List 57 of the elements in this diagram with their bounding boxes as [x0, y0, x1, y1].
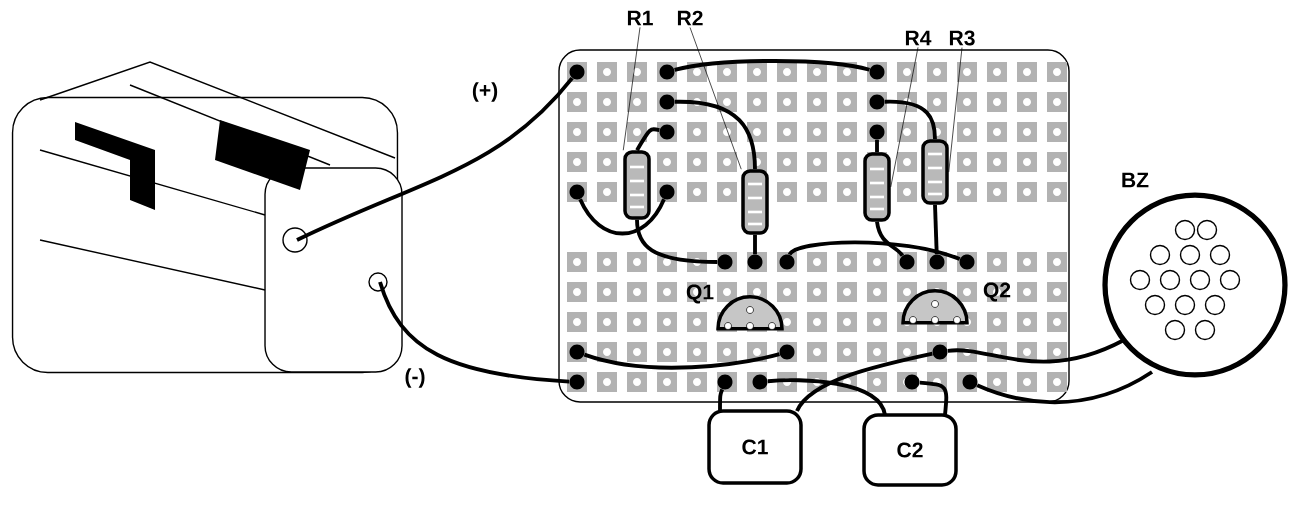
- battery-pack-drawing: [11, 61, 403, 374]
- leader-line: [622, 27, 641, 151]
- solder-dot: [904, 374, 920, 390]
- wire: [919, 380, 949, 416]
- wire: [875, 221, 904, 257]
- solder-dot: [932, 344, 948, 360]
- solder-dot: [659, 124, 675, 140]
- component-label: R1: [627, 10, 653, 26]
- wire: [753, 234, 757, 255]
- wire: [378, 281, 570, 384]
- leader-line: [689, 27, 742, 170]
- resistor: [863, 152, 891, 222]
- solder-dot: [659, 184, 675, 200]
- component-label: R4: [905, 30, 932, 46]
- resistor: [741, 169, 769, 235]
- wire: [718, 388, 724, 411]
- solder-dot: [929, 254, 945, 270]
- solder-dot: [747, 254, 763, 270]
- wire: [788, 240, 961, 261]
- component-label: Q2: [983, 282, 1011, 302]
- leader-line: [890, 47, 919, 188]
- solder-dot: [569, 344, 585, 360]
- solder-dot: [569, 374, 585, 390]
- capacitor: C2: [862, 413, 958, 487]
- solder-dot: [569, 64, 585, 80]
- wire: [674, 99, 757, 170]
- solder-dot: [717, 374, 733, 390]
- solder-dot: [869, 64, 885, 80]
- wire: [635, 127, 660, 152]
- wire: [875, 139, 879, 153]
- capacitor: C1: [707, 409, 803, 485]
- solder-dot: [569, 184, 585, 200]
- component-label: R2: [677, 10, 703, 26]
- solder-dot: [779, 344, 795, 360]
- solder-dot: [869, 124, 885, 140]
- resistor: [921, 139, 949, 205]
- solder-dot: [962, 374, 978, 390]
- solder-dot: [659, 64, 675, 80]
- solder-dot: [869, 94, 885, 110]
- solder-dot: [779, 254, 795, 270]
- wire: [947, 338, 1125, 364]
- solder-dot: [717, 254, 733, 270]
- solder-dot: [659, 94, 675, 110]
- edge-label: (-): [402, 366, 428, 390]
- wire: [933, 204, 939, 255]
- resistor: [623, 150, 651, 220]
- leader-line: [948, 47, 963, 173]
- component-label: Q1: [686, 284, 714, 304]
- wire: [884, 99, 937, 140]
- solder-dot: [959, 254, 975, 270]
- wire: [635, 219, 718, 264]
- edge-label: (+): [470, 80, 500, 104]
- component-label: BZ: [1122, 172, 1149, 188]
- solder-dot: [899, 254, 915, 270]
- component-label: R3: [949, 30, 975, 46]
- wire: [674, 59, 870, 72]
- solder-dot: [752, 374, 768, 390]
